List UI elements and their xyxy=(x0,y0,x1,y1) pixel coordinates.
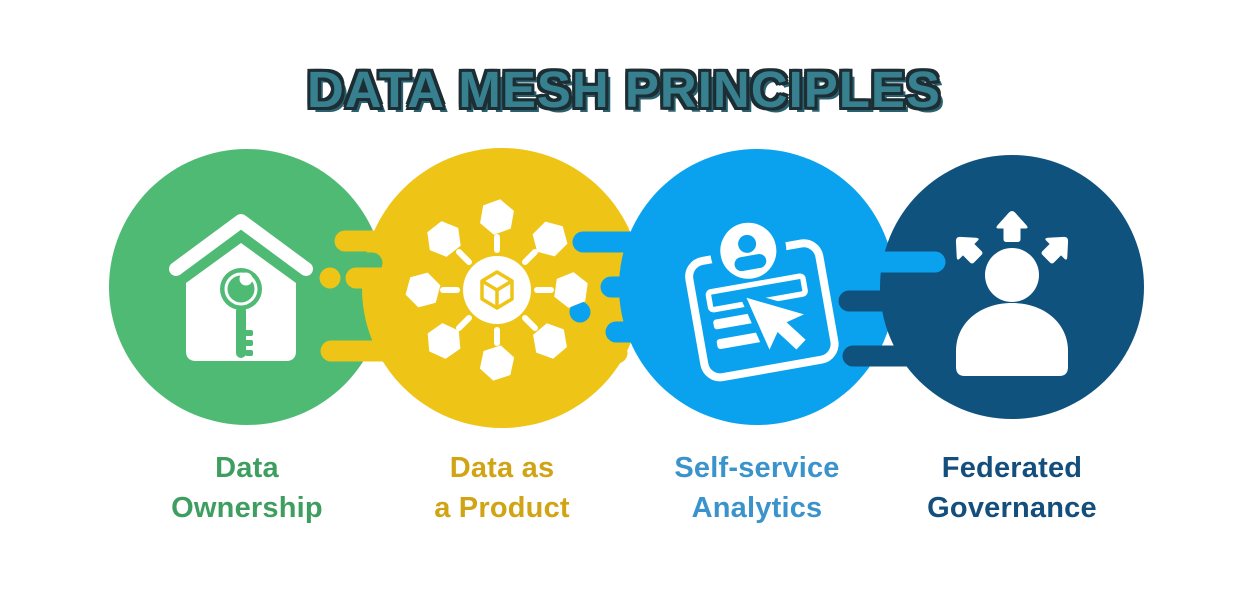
key-stem xyxy=(236,306,246,358)
hub-spokes xyxy=(440,234,554,346)
label-self-service-analytics: Self-service Analytics xyxy=(627,448,887,528)
label-federated-governance: Federated Governance xyxy=(882,448,1142,528)
speed-dot xyxy=(569,301,591,323)
key-head-ring xyxy=(224,272,258,306)
label-line: Data as xyxy=(449,452,555,484)
key-tooth xyxy=(245,340,253,346)
house-roof xyxy=(169,214,313,276)
label-line: Self-service xyxy=(674,452,840,484)
key-tooth xyxy=(245,350,253,356)
avatar-shoulders xyxy=(734,254,767,272)
person-body xyxy=(956,303,1068,376)
key-head-hole xyxy=(239,272,253,286)
label-line: Federated xyxy=(941,452,1083,484)
label-data-as-a-product: Data as a Product xyxy=(372,448,632,528)
connector-green-yellow xyxy=(284,230,461,362)
cube-icon xyxy=(480,270,514,310)
hub-nodes-icon xyxy=(403,196,589,384)
label-line: a Product xyxy=(434,492,570,524)
label-data-ownership: Data Ownership xyxy=(117,448,377,528)
speed-dot xyxy=(319,267,341,289)
person-arrows-icon xyxy=(946,211,1078,376)
label-line: Ownership xyxy=(171,492,323,524)
dashboard-cursor-icon xyxy=(685,212,839,382)
person-head xyxy=(985,248,1039,302)
connector-yellow-blue xyxy=(529,231,696,364)
label-line: Governance xyxy=(927,492,1097,524)
key-tooth xyxy=(245,330,253,336)
house-key-icon xyxy=(169,214,313,361)
label-line: Analytics xyxy=(691,492,823,524)
label-line: Data xyxy=(215,452,279,484)
avatar-head xyxy=(738,234,757,253)
page-title: DATA MESH PRINCIPLES xyxy=(305,59,943,121)
